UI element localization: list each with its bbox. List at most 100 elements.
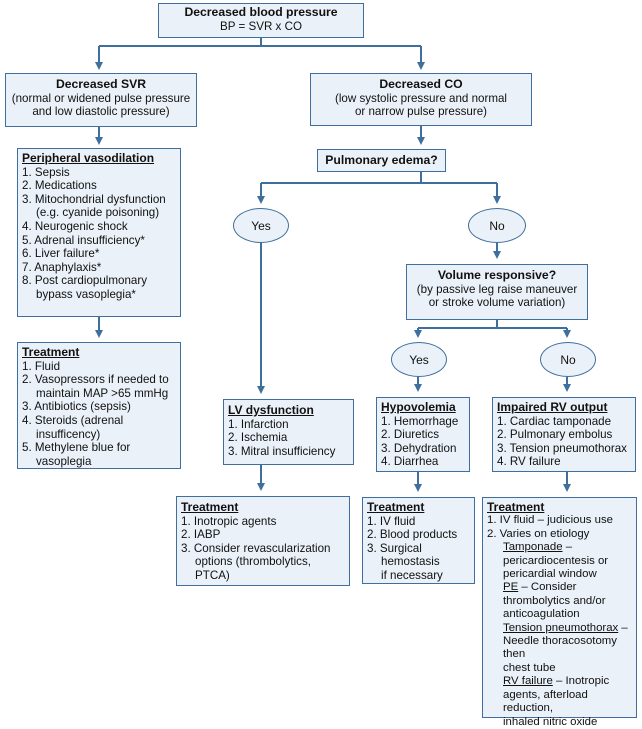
list-item: maintain MAP >65 mmHg [36,386,169,400]
list-item: 3. Tension pneumothorax [497,441,627,455]
volume-responsive-title: Volume responsive? [437,268,557,282]
tension-text-line3: chest tube [503,661,556,674]
treatment-svr-list: 1. Fluid 2. Vasopressors if needed to ma… [22,360,176,469]
pulmonary-edema-box: Pulmonary edema? [317,149,446,172]
impaired-rv-box: Impaired RV output 1. Cardiac tamponade … [492,397,636,472]
tamponade-entry: Tamponade – [487,541,632,554]
decreased-co-title: Decreased CO [379,77,463,91]
volume-responsive-line2: or stroke volume variation) [428,296,566,310]
decreased-co-line1: (low systolic pressure and normal [334,91,508,105]
vasodilation-list: 1. Sepsis 2. Medications 3. Mitochondria… [22,166,176,302]
treatment-lv-box: Treatment 1. Inotropic agents 2. IABP 3.… [176,496,350,586]
list-item: (e.g. cyanide poisoning) [36,206,160,220]
list-item: 3. Dehydration [381,441,457,455]
list-item: 1. Cardiac tamponade [497,414,612,428]
tension-label: Tension pneumothorax [503,621,619,634]
lv-dysfunction-list: 1. Infarction 2. Ischemia 3. Mitral insu… [228,418,349,459]
list-item: 3. Antibiotics (sepsis) [22,400,131,414]
list-item: vasoplegia [36,454,92,468]
list-item: 5. Adrenal insufficiency* [22,233,145,247]
treatment-lv-list: 1. Inotropic agents 2. IABP 3. Consider … [181,515,345,583]
hypovolemia-title: Hypovolemia [381,400,456,414]
pe-entry: PE – Consider [487,581,632,594]
treatment-svr-box: Treatment 1. Fluid 2. Vasopressors if ne… [17,342,181,469]
decreased-svr-line1: (normal or widened pulse pressure [11,91,191,105]
list-item: 6. Liver failure* [22,247,100,261]
decreased-svr-box: Decreased SVR (normal or widened pulse p… [5,73,197,127]
pe-label: PE [503,581,519,594]
treatment-svr-title: Treatment [22,345,80,359]
pe-text-line3: anticoagulation [503,608,580,621]
tamponade-text-line3: pericardial window [503,568,597,581]
decreased-co-box: Decreased CO (low systolic pressure and … [310,73,532,126]
tamponade-text-line2: pericardiocentesis or [503,554,609,567]
list-item: 2. Varies on etiology [487,527,590,540]
treatment-hypovolemia-list: 1. IV fluid 2. Blood products 3. Surgica… [367,515,470,583]
pe-text: – Consider [518,581,577,594]
pulmonary-edema-label: Pulmonary edema? [325,153,438,167]
list-item: 8. Post cardiopulmonary [22,274,148,288]
list-item: 4. Neurogenic shock [22,219,128,233]
list-item: hemostasis [381,555,440,569]
no-label: No [489,218,505,233]
peripheral-vasodilation-box: Peripheral vasodilation 1. Sepsis 2. Med… [17,148,181,317]
list-item: 5. Methylene blue for [22,441,131,455]
peripheral-vasodilation-title: Peripheral vasodilation [22,151,155,165]
decreased-bp-title: Decreased blood pressure [184,5,338,19]
no-oval-volume: No [540,342,596,377]
list-item: 1. Fluid [22,359,61,373]
hypovolemia-box: Hypovolemia 1. Hemorrhage 2. Diuretics 3… [376,397,470,472]
decreased-svr-title: Decreased SVR [55,77,147,91]
list-item: 2. Blood products [367,528,458,542]
impaired-rv-list: 1. Cardiac tamponade 2. Pulmonary embolu… [497,415,631,469]
list-item: 1. Infarction [228,417,289,431]
treatment-hypovolemia-title: Treatment [367,500,425,514]
volume-responsive-box: Volume responsive? (by passive leg raise… [406,264,588,320]
list-item: 2. Medications [22,179,97,193]
list-item: 2. Vasopressors if needed to [22,373,169,387]
rv-failure-entry: RV failure – Inotropic [487,675,632,688]
list-item: 2. IABP [181,528,221,542]
list-item: 4. Diarrhea [381,455,439,469]
rv-failure-text-line2: agents, afterload reduction, [503,688,588,715]
yes-oval: Yes [233,208,289,243]
list-item: 1. Hemorrhage [381,414,459,428]
tension-entry: Tension pneumothorax – [487,622,632,635]
list-item: 2. Diuretics [381,428,439,442]
list-item: insufficency) [36,427,101,441]
list-item: 3. Surgical [367,541,422,555]
list-item: bypass vasoplegia* [36,287,136,301]
hypovolemia-list: 1. Hemorrhage 2. Diuretics 3. Dehydratio… [381,415,465,469]
pe-text-line2: thrombolytics and/or [503,594,606,607]
list-item: 2. Ischemia [228,431,288,445]
list-item: 1. IV fluid – judicious use [487,514,614,527]
decreased-bp-box: Decreased blood pressure BP = SVR x CO [158,3,364,38]
impaired-rv-title: Impaired RV output [497,400,608,414]
list-item: 1. Sepsis [22,165,70,179]
list-item: 3. Mitochondrial dysfunction [22,192,166,206]
treatment-rv-title: Treatment [487,500,545,514]
list-item: options (thrombolytics, [195,555,311,569]
tamponade-text: – [562,541,573,554]
tension-text-line2: Needle thoracosotomy then [503,635,617,661]
no-oval: No [468,208,526,243]
treatment-rv-box: Treatment 1. IV fluid – judicious use 2.… [482,497,637,728]
rv-failure-text-line3: inhaled nitric oxide [503,715,598,728]
list-item: 3. Consider revascularization [181,541,331,555]
treatment-lv-title: Treatment [181,500,239,514]
bp-formula: BP = SVR x CO [220,19,302,33]
yes-label-volume: Yes [409,352,429,367]
tension-text: – [618,621,628,634]
list-item: 4. RV failure [497,455,561,469]
list-item: 3. Mitral insufficiency [228,444,336,458]
yes-oval-volume: Yes [391,342,447,377]
lv-dysfunction-title: LV dysfunction [228,403,314,417]
list-item: 7. Anaphylaxis* [22,260,102,274]
decreased-svr-line2: and low diastolic pressure) [32,105,170,119]
list-item: if necessary [381,568,443,582]
tamponade-label: Tamponade [503,541,563,554]
list-item: 1. Inotropic agents [181,514,277,528]
decreased-co-line2: or narrow pulse pressure) [354,105,488,119]
no-label-volume: No [560,352,576,367]
